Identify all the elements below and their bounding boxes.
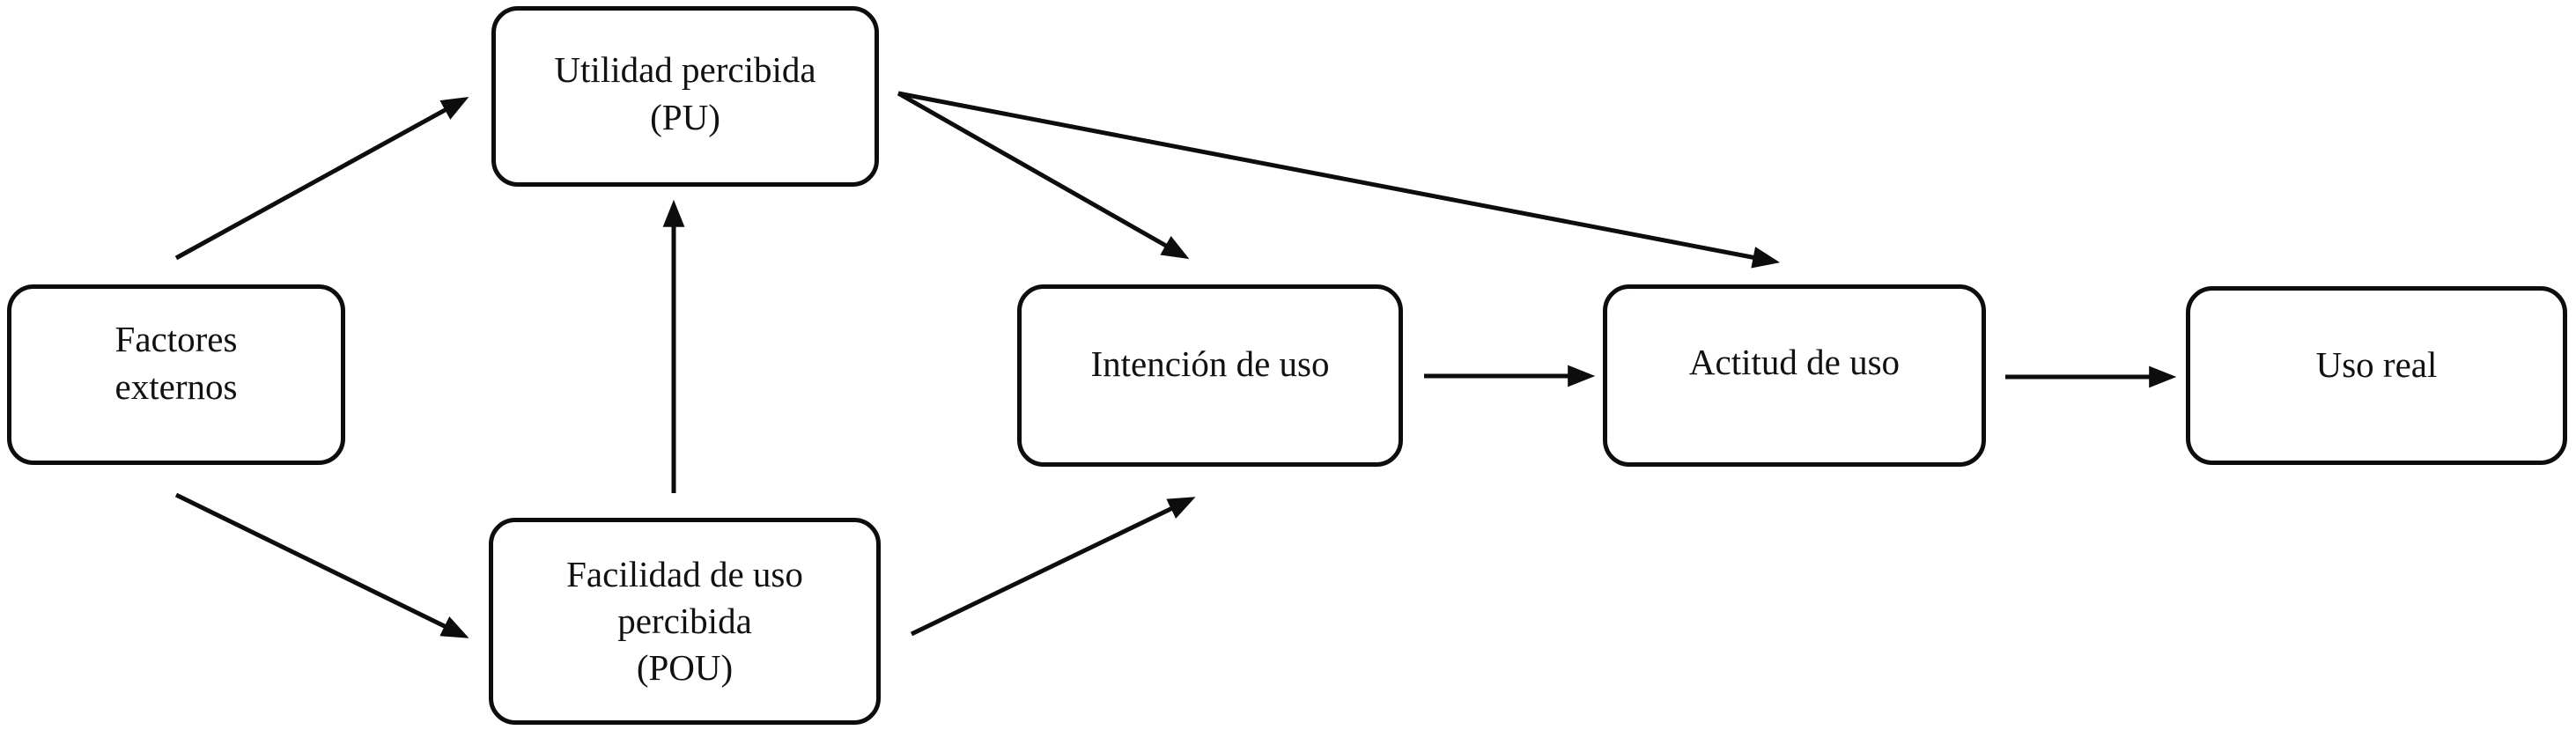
node-factores-externos: Factores externos <box>7 284 345 465</box>
arrow-facilidad-de-uso-to-intencion-de-uso <box>910 497 1196 637</box>
node-label-line: Actitud de uso <box>1688 341 1901 382</box>
node-label-line: externos <box>114 365 238 407</box>
node-uso-real: Uso real <box>2186 286 2567 465</box>
node-intencion-de-uso: Intención de uso <box>1017 284 1403 467</box>
node-label-line: percibida <box>617 600 752 641</box>
node-label-line: (PU) <box>650 96 720 137</box>
node-facilidad-de-uso-percibida: Facilidad de uso percibida (POU) <box>489 518 881 725</box>
node-label-line: (POU) <box>636 647 734 689</box>
node-label-line: Factores <box>114 319 238 360</box>
arrow-factores-externos-to-utilidad-percibida <box>174 97 469 261</box>
node-utilidad-percibida: Utilidad percibida (PU) <box>491 6 879 187</box>
arrow-utilidad-percibida-to-intencion-de-uso <box>897 91 1190 260</box>
node-actitud-de-uso: Actitud de uso <box>1603 284 1986 467</box>
node-label-line: Facilidad de uso <box>566 553 803 594</box>
node-label-line: Utilidad percibida <box>554 49 816 91</box>
arrow-utilidad-percibida-to-actitud-de-uso <box>897 91 1781 269</box>
arrow-factores-externos-to-facilidad-de-uso <box>174 492 469 638</box>
node-label-line: Intención de uso <box>1090 343 1330 384</box>
node-label-line: Uso real <box>2315 343 2438 385</box>
